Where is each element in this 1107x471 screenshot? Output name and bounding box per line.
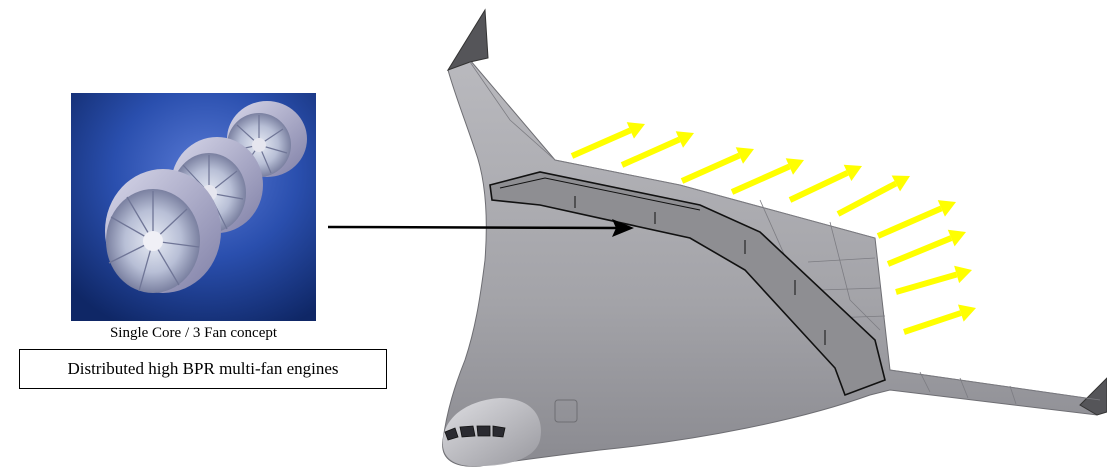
airflow-arrowhead-icon [954,266,972,283]
airflow-arrow-icon [904,313,961,332]
airflow-arrow-icon [572,130,630,156]
airflow-arrow-icon [878,208,941,236]
blended-wing-body-aircraft-icon [443,10,1107,466]
airflow-arrow-icon [888,238,951,264]
airflow-arrow-icon [790,173,848,200]
airflow-arrow-icon [732,166,789,192]
airflow-arrow-icon [622,139,679,165]
airflow-arrow-icon [896,274,957,292]
airflow-arrow-icon [682,155,739,181]
airflow-arrow-icon [838,183,896,214]
